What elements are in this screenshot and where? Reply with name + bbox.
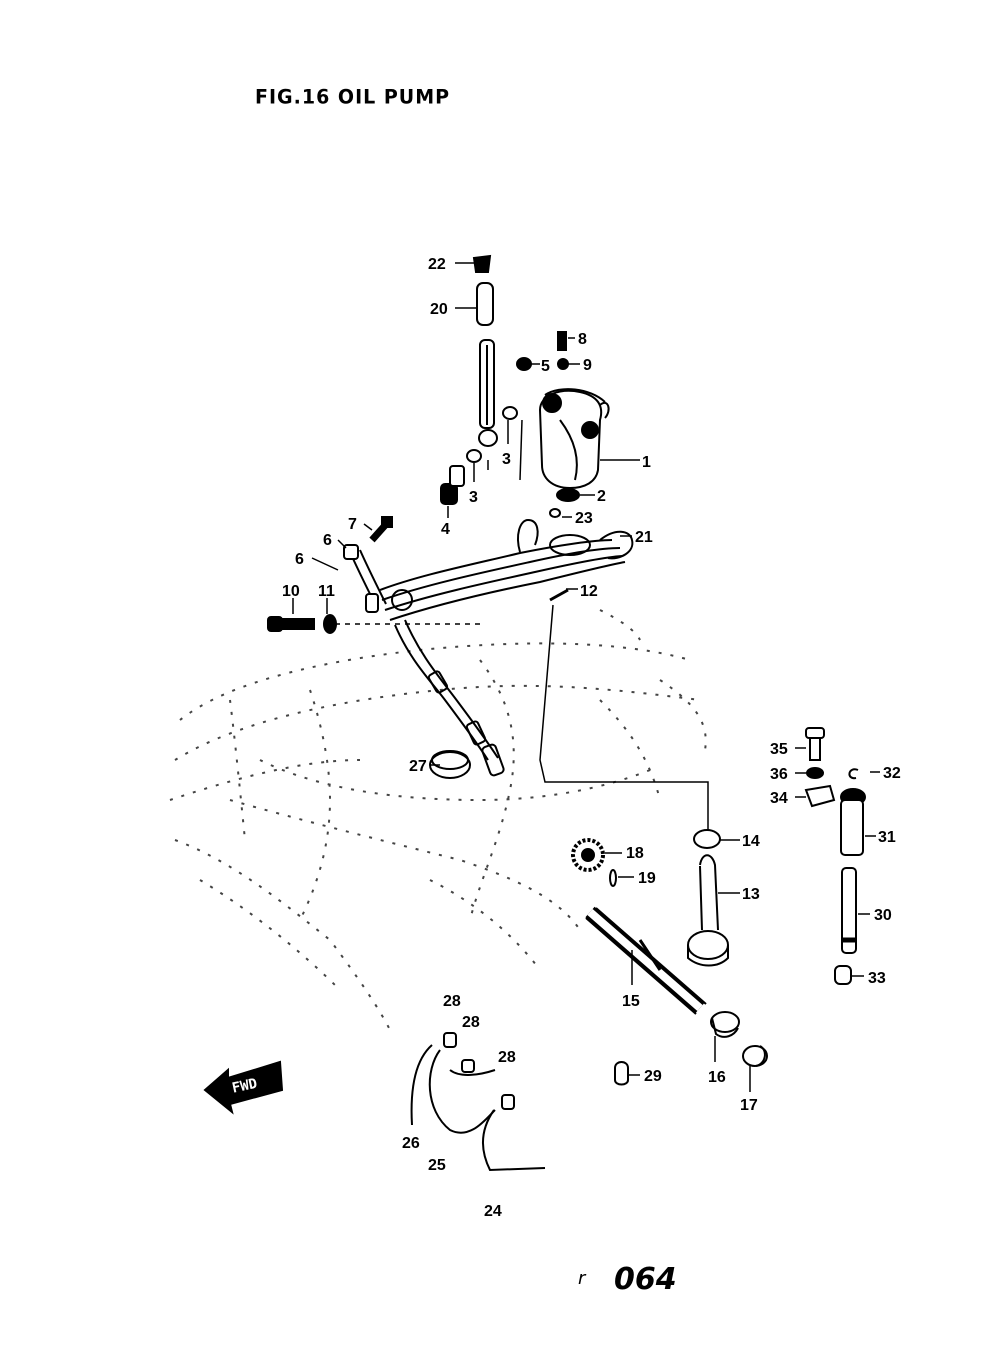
- callout-21: 21: [635, 529, 653, 546]
- callout-1: 1: [642, 454, 651, 471]
- callout-3: 3: [469, 489, 478, 506]
- o-ring-14: [693, 829, 721, 849]
- cap-29: [614, 1061, 629, 1086]
- screw-5: [516, 357, 532, 371]
- callout-6: 6: [323, 532, 332, 549]
- callout-28: 28: [462, 1014, 480, 1031]
- callout-9: 9: [583, 357, 592, 374]
- forward-label: FWD: [231, 1076, 259, 1097]
- forward-direction-arrow: [203, 1060, 284, 1115]
- callout-leaders: [292, 262, 880, 1092]
- oil-pipe-set-21: [379, 518, 634, 777]
- callout-15: 15: [622, 993, 640, 1010]
- callout-31: 31: [878, 829, 896, 846]
- callout-29: 29: [644, 1068, 662, 1085]
- callout-14: 14: [742, 833, 760, 850]
- hose-6: [343, 544, 387, 613]
- callout-8: 8: [578, 331, 587, 348]
- callout-20: 20: [430, 301, 448, 318]
- banjo-bolt-4: [440, 465, 465, 505]
- callout-28: 28: [443, 993, 461, 1010]
- sleeve-31: [840, 788, 866, 856]
- washer-9: [557, 358, 569, 370]
- clip-32: [848, 768, 859, 780]
- callout-6: 6: [295, 551, 304, 568]
- assembly-lines: [335, 460, 709, 830]
- page-number: 064: [614, 1262, 677, 1297]
- callout-34: 34: [770, 790, 788, 807]
- bolt-10: [267, 616, 315, 632]
- callout-11: 11: [318, 583, 335, 600]
- callout-26: 26: [402, 1135, 420, 1152]
- callout-4: 4: [441, 521, 450, 538]
- callout-19: 19: [638, 870, 656, 887]
- callout-10: 10: [282, 583, 300, 600]
- gear-18: [571, 838, 605, 872]
- callout-16: 16: [708, 1069, 726, 1086]
- callout-17: 17: [740, 1097, 758, 1114]
- clip-34: [804, 784, 836, 808]
- bolt-7: [369, 516, 393, 543]
- hose-25: [428, 1049, 496, 1134]
- callout-5: 5: [541, 358, 550, 375]
- gear-shaft-13: [687, 854, 729, 967]
- callout-27: 27: [409, 758, 427, 775]
- callout-3: 3: [502, 451, 511, 468]
- callout-18: 18: [626, 845, 644, 862]
- bush-16: [710, 1011, 740, 1038]
- callout-2: 2: [597, 488, 606, 505]
- hose-24: [481, 1109, 546, 1172]
- callout-22: 22: [428, 256, 446, 273]
- clip-22: [472, 254, 492, 273]
- callout-33: 33: [868, 970, 886, 987]
- callout-24: 24: [484, 1203, 502, 1220]
- oil-pump-body-1: [519, 388, 610, 490]
- callout-13: 13: [742, 886, 760, 903]
- callout-25: 25: [428, 1157, 446, 1174]
- plug-27: [429, 750, 471, 779]
- screw-8: [557, 331, 567, 351]
- cap-33: [834, 965, 852, 985]
- washer-3: [466, 406, 518, 463]
- callout-30: 30: [874, 907, 892, 924]
- callout-28: 28: [498, 1049, 516, 1066]
- bolt-35: [805, 727, 825, 761]
- callout-35: 35: [770, 741, 788, 758]
- hose-26: [410, 1044, 433, 1126]
- pin-12: [549, 588, 569, 602]
- page-mark: r: [578, 1268, 586, 1289]
- callout-36: 36: [770, 766, 788, 783]
- clamp-28: [443, 1032, 515, 1110]
- pin-19: [609, 869, 617, 887]
- callout-12: 12: [580, 583, 598, 600]
- callout-labels: 1 2 3 3 4 5 6 6 7 8 9 10 11 12 13 14 15 …: [282, 256, 901, 1220]
- o-ring-2: [556, 488, 580, 502]
- callout-23: 23: [575, 510, 593, 527]
- pin-23: [549, 508, 561, 518]
- callout-32: 32: [883, 765, 901, 782]
- figure-title: FIG.16 OIL PUMP: [255, 85, 451, 109]
- shaft-30: [841, 867, 857, 954]
- engine-case-outline: [169, 609, 707, 1031]
- cap-17: [742, 1045, 768, 1067]
- drive-shaft-15: [585, 906, 707, 1015]
- feed-pipe-20: [476, 282, 498, 447]
- callout-7: 7: [348, 516, 357, 533]
- washer-11: [323, 614, 337, 634]
- washer-36: [806, 767, 824, 779]
